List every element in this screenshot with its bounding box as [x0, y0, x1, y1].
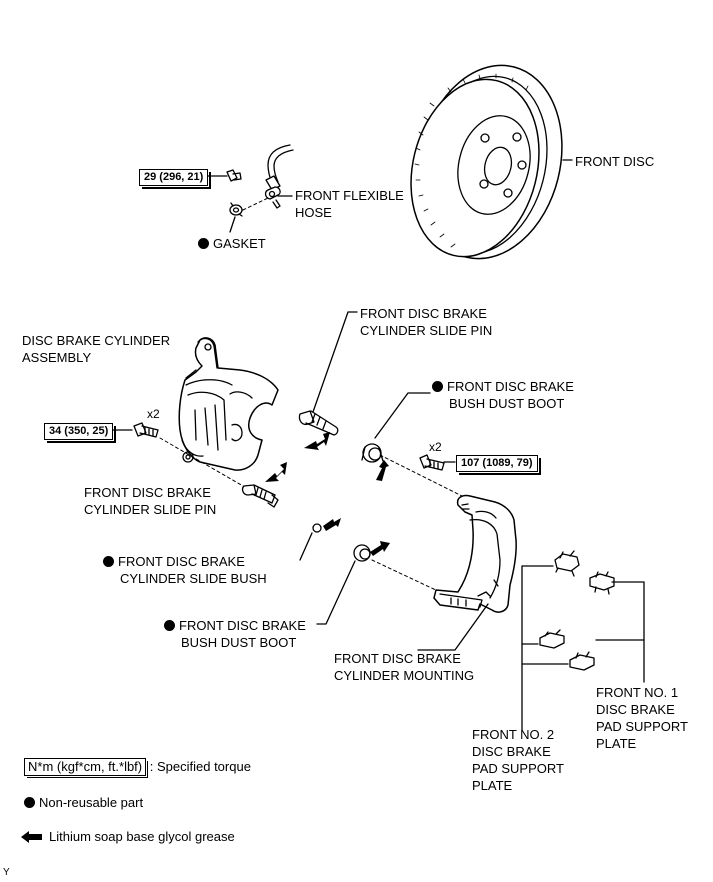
legend-grease: Lithium soap base glycol grease — [49, 829, 235, 844]
label-text: CYLINDER SLIDE PIN — [84, 502, 217, 517]
multiplier-mounting-bolt: x2 — [429, 440, 442, 454]
label-text: CYLINDER SLIDE PIN — [360, 323, 493, 338]
label-gasket: GASKET — [198, 235, 266, 252]
label-slide-pin-left: FRONT DISC BRAKE CYLINDER SLIDE PIN — [84, 484, 216, 518]
label-text: BUSH DUST BOOT — [181, 635, 297, 650]
label-text: FRONT DISC BRAKE — [118, 554, 245, 569]
front-disc-drawing — [410, 64, 573, 260]
mounting-bolt-drawing — [419, 454, 456, 471]
slide-pin-left-drawing — [241, 484, 279, 508]
label-text: PLATE — [596, 736, 637, 751]
label-caliper-assembly: DISC BRAKE CYLINDER ASSEMBLY — [22, 332, 170, 366]
label-text: FRONT NO. 2 — [472, 727, 555, 742]
label-slide-pin-top: FRONT DISC BRAKE CYLINDER SLIDE PIN — [360, 305, 492, 339]
label-front-disc: FRONT DISC — [575, 153, 654, 170]
legend-torque: N*m (kgf*cm, ft.*lbf) : Specified torque — [24, 758, 251, 778]
dust-boot-top-drawing — [361, 392, 431, 463]
slide-pin-top-drawing — [298, 311, 358, 436]
legend-grease-arrow — [21, 831, 42, 843]
non-reusable-icon — [164, 620, 175, 631]
label-text: FRONT DISC — [575, 154, 655, 169]
torque-mounting-bolt: 107 (1089, 79) — [456, 455, 541, 475]
torque-hose-bolt: 29 (296, 21) — [139, 169, 212, 189]
label-text: PLATE — [472, 778, 513, 793]
torque-text: 29 (296, 21) — [144, 171, 204, 183]
dust-boot-bottom-drawing — [316, 544, 371, 625]
corner-mark: Y — [3, 867, 10, 878]
label-text: FRONT DISC BRAKE — [334, 651, 461, 666]
label-dust-boot-top: FRONT DISC BRAKE BUSH DUST BOOT — [432, 378, 574, 412]
label-text: GASKET — [213, 236, 266, 251]
label-pad-plate-1: FRONT NO. 1 DISC BRAKE PAD SUPPORT PLATE — [596, 684, 688, 752]
label-text: FRONT NO. 1 — [596, 685, 679, 700]
non-reusable-icon — [432, 381, 443, 392]
legend-torque-box: N*m (kgf*cm, ft.*lbf) — [24, 758, 149, 778]
label-pad-plate-2: FRONT NO. 2 DISC BRAKE PAD SUPPORT PLATE — [472, 726, 564, 794]
multiplier-caliper-bolt: x2 — [147, 407, 160, 421]
multiplier-text: x2 — [147, 407, 160, 421]
flexible-hose-drawing — [203, 144, 294, 233]
pad-support-plates-drawing — [521, 550, 645, 731]
legend-grease-text: Lithium soap base glycol grease — [49, 829, 235, 844]
label-text: FRONT DISC BRAKE — [84, 485, 211, 500]
label-text: FRONT FLEXIBLE — [295, 188, 404, 203]
label-text: BUSH DUST BOOT — [449, 396, 565, 411]
legend-non-reusable: Non-reusable part — [24, 795, 143, 810]
caliper-drawing — [178, 337, 279, 471]
caliper-mounting-drawing — [417, 494, 517, 651]
legend-non-reusable-text: Non-reusable part — [39, 795, 144, 810]
label-text: PAD SUPPORT — [596, 719, 688, 734]
label-text: FRONT DISC BRAKE — [179, 618, 306, 633]
non-reusable-icon — [198, 238, 209, 249]
torque-caliper-bolt: 34 (350, 25) — [44, 423, 117, 443]
label-dust-boot-bottom: FRONT DISC BRAKE BUSH DUST BOOT — [164, 617, 306, 651]
label-flexible-hose: FRONT FLEXIBLE HOSE — [295, 187, 404, 221]
label-text: DISC BRAKE — [472, 744, 551, 759]
legend-torque-text: : Specified torque — [149, 759, 251, 774]
label-text: FRONT DISC BRAKE — [360, 306, 487, 321]
label-text: DISC BRAKE CYLINDER — [22, 333, 171, 348]
label-text: FRONT DISC BRAKE — [447, 379, 574, 394]
torque-text: 34 (350, 25) — [49, 425, 109, 437]
multiplier-text: x2 — [429, 440, 442, 454]
non-reusable-icon — [103, 556, 114, 567]
label-text: PAD SUPPORT — [472, 761, 564, 776]
label-caliper-mounting: FRONT DISC BRAKE CYLINDER MOUNTING — [334, 650, 474, 684]
label-line: FRONT DISC BRAKE — [103, 553, 267, 570]
label-text: HOSE — [295, 205, 332, 220]
label-slide-bush: FRONT DISC BRAKE CYLINDER SLIDE BUSH — [103, 553, 267, 587]
label-line: FRONT DISC BRAKE — [432, 378, 574, 395]
label-text: CYLINDER SLIDE BUSH — [120, 571, 267, 586]
label-line: FRONT DISC BRAKE — [164, 617, 306, 634]
label-text: CYLINDER MOUNTING — [334, 668, 475, 683]
torque-text: 107 (1089, 79) — [461, 457, 533, 469]
non-reusable-icon — [24, 797, 35, 808]
label-text: ASSEMBLY — [22, 350, 92, 365]
slide-bush-drawing — [299, 523, 322, 561]
caliper-bolt-drawing — [111, 422, 159, 438]
label-text: DISC BRAKE — [596, 702, 675, 717]
